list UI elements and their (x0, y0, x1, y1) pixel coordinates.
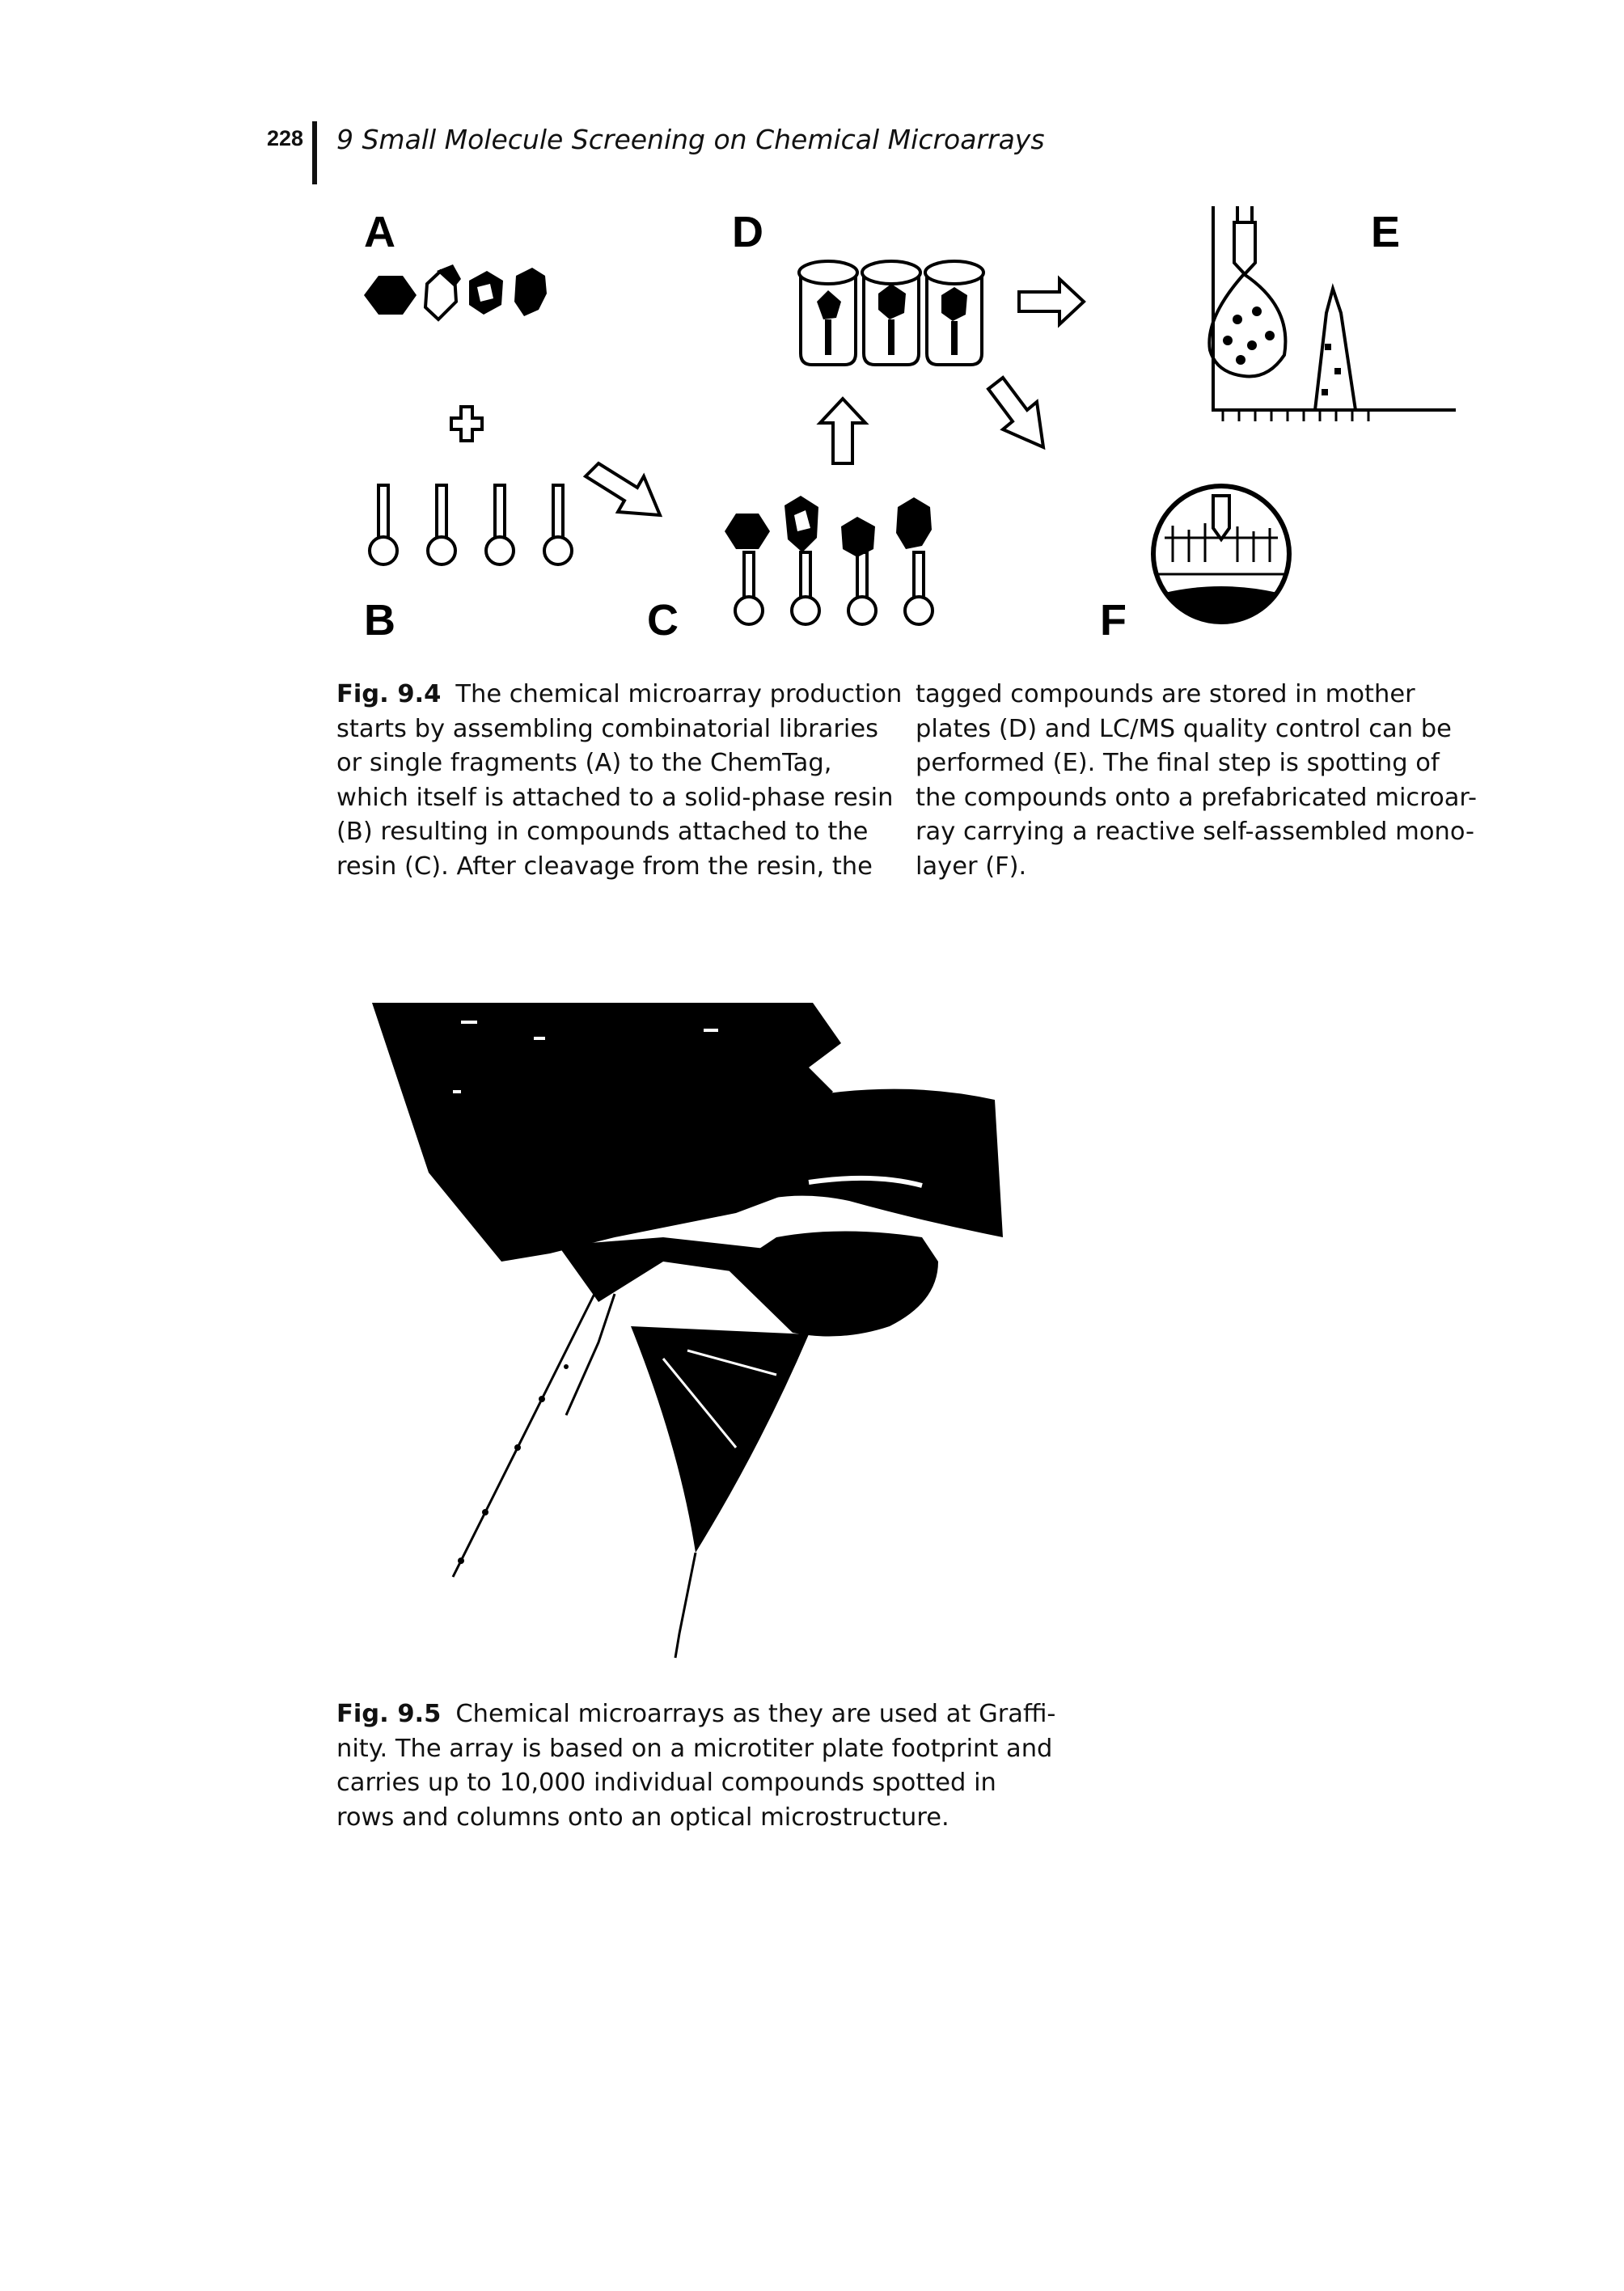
caption-line: plates (D) and LC/MS quality control can… (916, 714, 1452, 743)
figure-9-4: A B C D E F (348, 206, 1464, 659)
figure-9-4-caption-left: Fig. 9.4 The chemical microarray producti… (336, 678, 902, 884)
plus-icon (450, 405, 484, 442)
figure-label: Fig. 9.4 (336, 680, 442, 708)
mother-plate-tubes (797, 260, 985, 366)
lcms-quality-control (1207, 206, 1456, 421)
running-header: 228 9 Small Molecule Screening on Chemic… (267, 121, 1480, 186)
slide (558, 1237, 809, 1302)
caption-line: rows and columns onto an optical microst… (336, 1803, 949, 1832)
arrow-to-c (582, 461, 663, 518)
caption-line: the compounds onto a prefabricated micro… (916, 783, 1478, 812)
panel-label-d: D (732, 208, 763, 256)
caption-line: performed (E). The final step is spottin… (916, 749, 1440, 777)
caption-line: ray carrying a reactive self-assembled m… (916, 818, 1475, 846)
fragment-shapes (364, 264, 547, 322)
caption-line: layer (F). (916, 852, 1027, 881)
caption-line: starts by assembling combinatorial libra… (336, 714, 879, 743)
optical-microstructure (631, 1326, 809, 1553)
caption-line: (B) resulting in compounds attached to t… (336, 818, 869, 846)
glove-upper (702, 1088, 1003, 1237)
caption-line: carries up to 10,000 individual compound… (336, 1769, 996, 1797)
panel-label-a: A (364, 208, 395, 256)
microarray-production-schematic: A B C D E F (364, 206, 1456, 645)
microarray-spotting (1151, 484, 1292, 624)
arrow-to-e (1017, 275, 1086, 328)
figure-9-5-caption: Fig. 9.5 Chemical microarrays as they are… (336, 1697, 1055, 1835)
panel-label-f: F (1100, 596, 1127, 645)
compounds-on-resin (725, 496, 934, 626)
figure-9-5 (356, 995, 1019, 1682)
panel-label-e: E (1371, 208, 1400, 256)
caption-line: which itself is attached to a solid-phas… (336, 783, 894, 812)
page-number: 228 (267, 126, 304, 150)
figure-label: Fig. 9.5 (336, 1700, 442, 1728)
caption-line: Chemical microarrays as they are used at… (455, 1700, 1056, 1728)
arrow-to-d (816, 396, 869, 465)
header-rule (312, 121, 317, 184)
glove-lower (728, 1231, 938, 1337)
panel-label-c: C (647, 596, 679, 645)
caption-line: The chemical microarray production (455, 680, 903, 708)
microarray-handling-photo (372, 1003, 1003, 1659)
caption-line: resin (C). After cleavage from the resin… (336, 852, 873, 881)
running-title: 9 Small Molecule Screening on Chemical M… (336, 124, 1045, 155)
panel-label-b: B (364, 596, 395, 645)
caption-line: nity. The array is based on a microtiter… (336, 1734, 1053, 1763)
caption-line: or single fragments (A) to the ChemTag, (336, 749, 832, 777)
caption-line: tagged compounds are stored in mother (916, 680, 1415, 708)
glass-edges (451, 1285, 697, 1659)
arrow-to-f (986, 375, 1046, 450)
chemtag-resin-beads (368, 484, 573, 566)
figure-9-4-caption-right: tagged compounds are stored in mother pl… (916, 678, 1478, 884)
